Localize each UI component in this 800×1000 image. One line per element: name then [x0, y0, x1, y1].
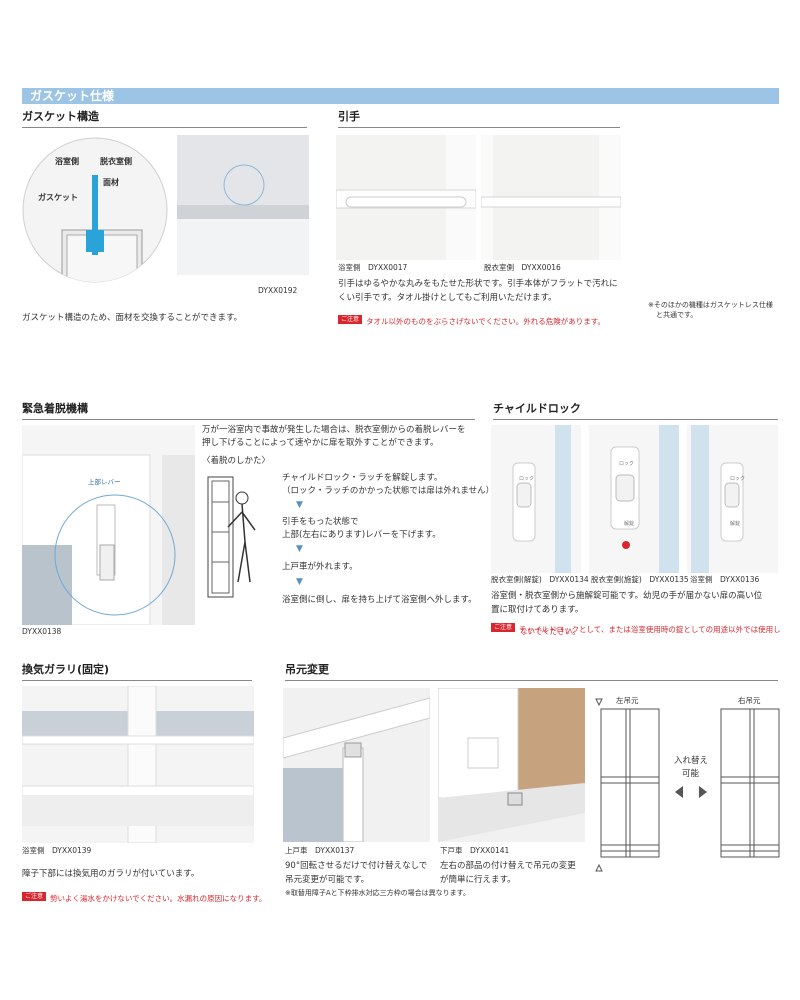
- gasket-description: ガスケット構造のため、面材を交換することができます。: [22, 313, 243, 323]
- handle-photo-bath: [336, 135, 476, 260]
- emergency-step3: 上戸車が外れます。: [282, 562, 358, 572]
- swap-arrow-left-icon: [675, 786, 683, 798]
- emergency-photo-code: DYXX0138: [22, 627, 62, 636]
- childlock-caution-line2: ないでください。: [520, 627, 580, 636]
- hinge-desc2-line1: 左右の部品の付け替えで吊元の変更: [440, 861, 576, 871]
- emergency-lever-label: 上部レバー: [88, 478, 121, 486]
- childlock-lock-label-2: ロック: [619, 461, 635, 467]
- vent-description: 障子下部には換気用のガラリが付いています。: [22, 869, 200, 879]
- childlock-photo-unlocked: [491, 425, 581, 573]
- swap-arrow-right-icon: [699, 786, 707, 798]
- vent-photo-code: 浴室側 DYXX0139: [22, 846, 92, 855]
- hinge-photo-upper: [283, 688, 430, 842]
- emergency-step1-line2: （ロック・ラッチのかかった状態では扉は外れません）: [282, 486, 495, 496]
- childlock-code2: 脱衣室側(施錠) DYXX0135: [591, 575, 689, 584]
- hinge-left-label: 左吊元: [616, 696, 639, 705]
- side-note-line1: ※そのほかの機種はガスケットレス仕様: [648, 301, 773, 309]
- emergency-arrow-3: ▼: [296, 577, 303, 587]
- handle-caution: ご注意タオル以外のものをぶらさげないでください。外れる危険があります。: [338, 309, 605, 328]
- childlock-lock-label-1: ロック: [519, 476, 535, 482]
- left-hinge-door-drawing: [595, 698, 660, 872]
- hinge-right-label: 右吊元: [738, 696, 761, 705]
- handle-title-underline: [338, 127, 620, 128]
- gasket-label-dressing: 脱衣室側: [100, 157, 132, 166]
- emergency-step4: 浴室側に倒し、扉を持ち上げて浴室側へ外します。: [282, 595, 477, 605]
- childlock-caution-badge: ご注意: [491, 623, 516, 632]
- vent-caution-badge: ご注意: [22, 892, 47, 901]
- hinge-swap-line2: 可能: [682, 769, 700, 779]
- handle-desc-line2: くい引手です。タオル掛けとしてもご利用いただけます。: [338, 293, 557, 303]
- vent-section-title: 換気ガラリ(固定): [22, 663, 110, 676]
- hinge-note: ※取替用障子Aと下枠排水対応三方枠の場合は異なります。: [285, 889, 470, 897]
- childlock-photo-bath: [687, 425, 778, 573]
- gasket-diagram: [22, 135, 309, 283]
- hinge-desc1-line1: 90°回転させるだけで付け替えなしで: [285, 861, 428, 871]
- handle-caution-badge: ご注意: [338, 315, 363, 324]
- handle-caution-text: タオル以外のものをぶらさげないでください。外れる危険があります。: [366, 317, 606, 326]
- side-note-line2: と共通です。: [656, 311, 698, 319]
- childlock-unlock-label-2: 解錠: [624, 521, 635, 527]
- hinge-desc1-line2: 吊元変更が可能です。: [285, 875, 370, 885]
- hinge-photo-lower: [438, 688, 585, 842]
- hinge-swap-diagram: [595, 698, 780, 872]
- emergency-desc-line1: 万が一浴室内で事故が発生した場合は、脱衣室側からの着脱レバーを: [202, 425, 466, 435]
- gasket-title-underline: [22, 127, 307, 128]
- section-header-band: [22, 88, 779, 104]
- childlock-desc-line1: 浴室側・脱衣室側から施解錠可能です。幼児の手が届かない扉の高い位: [491, 591, 763, 601]
- emergency-step1-line1: チャイルドロック・ラッチを解錠します。: [282, 473, 443, 483]
- hinge-swap-line1: 入れ替え: [674, 756, 709, 766]
- gasket-label-bath: 浴室側: [55, 157, 79, 166]
- handle-section-title: 引手: [338, 110, 360, 123]
- handle-photo-dressing: [481, 135, 621, 260]
- vent-photo: [22, 686, 254, 843]
- emergency-section-title: 緊急着脱機構: [22, 402, 88, 415]
- childlock-code1: 脱衣室側(解錠) DYXX0134: [491, 575, 589, 584]
- childlock-section-title: チャイルドロック: [493, 402, 581, 415]
- emergency-arrow-1: ▼: [296, 500, 303, 510]
- emergency-person-illustration: [207, 476, 256, 598]
- childlock-title-underline: [493, 419, 778, 420]
- hinge-code1: 上戸車 DYXX0137: [285, 846, 355, 855]
- childlock-photo-locked: [589, 425, 679, 573]
- right-hinge-door-drawing: [720, 708, 780, 858]
- childlock-caution: ご注意チャイルドロックとして、または浴室使用時の錠としての用途以外では使用し: [491, 617, 781, 636]
- handle-desc-line1: 引手はゆるやかな丸みをもたせた形状です。引手本体がフラットで汚れに: [338, 279, 618, 289]
- childlock-unlock-label-3: 解錠: [730, 521, 741, 527]
- childlock-code3: 浴室側 DYXX0136: [690, 575, 760, 584]
- gasket-label-gasket: ガスケット: [38, 193, 78, 202]
- handle-photo2-code: 脱衣室側 DYXX0016: [484, 263, 561, 272]
- lock-indicator-red: [622, 541, 630, 549]
- hinge-code2: 下戸車 DYXX0141: [440, 846, 510, 855]
- emergency-arrow-2: ▼: [296, 544, 303, 554]
- emergency-howto: 〈着脱のしかた〉: [202, 456, 271, 466]
- emergency-step2-line1: 引手をもった状態で: [282, 517, 359, 527]
- handle-photo1-code: 浴室側 DYXX0017: [338, 263, 408, 272]
- gasket-section-title: ガスケット構造: [22, 110, 99, 123]
- hinge-desc2-line2: が簡単に行えます。: [440, 875, 516, 885]
- hinge-section-title: 吊元変更: [285, 663, 329, 676]
- gasket-photo-code: DYXX0192: [258, 286, 298, 295]
- vent-caution: ご注意勢いよく湯水をかけないでください。水漏れの原因になります。: [22, 886, 266, 905]
- gasket-label-panel: 面材: [103, 178, 119, 187]
- childlock-caution-line1: チャイルドロックとして、または浴室使用時の錠としての用途以外では使用し: [519, 625, 781, 634]
- emergency-desc-line2: 押し下げることによって速やかに扉を取外すことができます。: [202, 438, 439, 448]
- emergency-step2-line2: 上部(左右にあります)レバーを下げます。: [282, 530, 441, 540]
- section-header-title: ガスケット仕様: [30, 89, 115, 103]
- hinge-title-underline: [285, 680, 778, 681]
- emergency-photo: [22, 425, 195, 625]
- childlock-desc-line2: 置に取付けてあります。: [491, 605, 584, 615]
- childlock-lock-label-3: ロック: [730, 476, 746, 482]
- emergency-title-underline: [22, 419, 475, 420]
- vent-caution-text: 勢いよく湯水をかけないでください。水漏れの原因になります。: [50, 894, 267, 903]
- vent-title-underline: [22, 680, 252, 681]
